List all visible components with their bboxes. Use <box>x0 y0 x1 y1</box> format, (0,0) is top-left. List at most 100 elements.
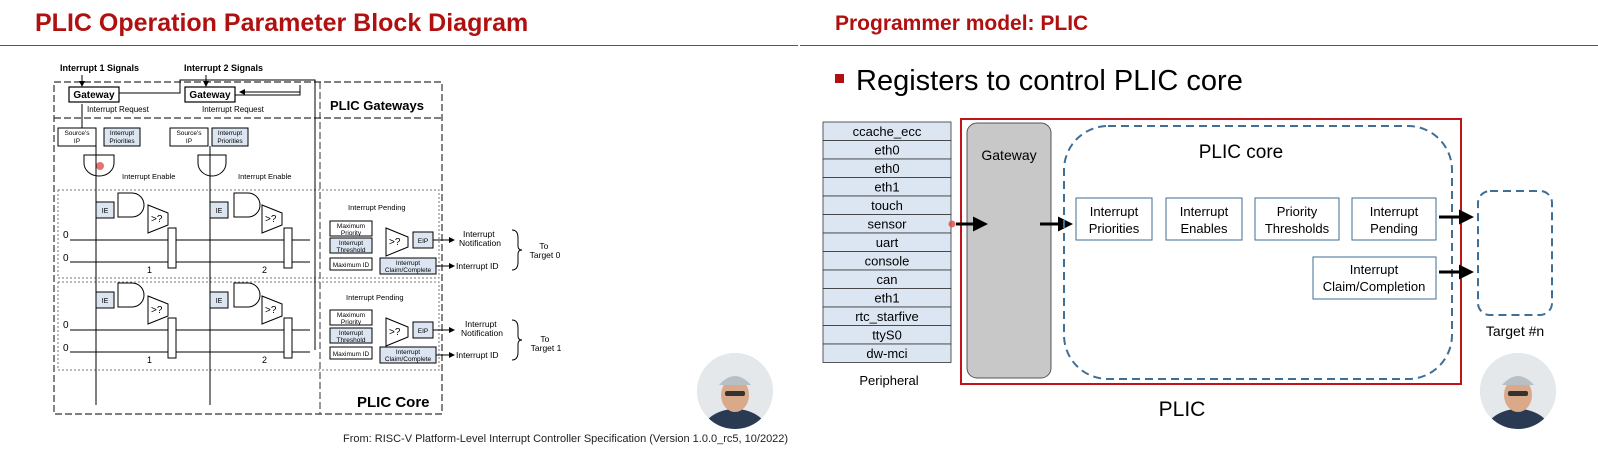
svg-text:Priorities: Priorities <box>109 138 135 145</box>
interrupt-enable-2: Interrupt Enable <box>238 172 291 181</box>
source-caption: From: RISC-V Platform-Level Interrupt Co… <box>343 433 789 445</box>
gateway-label: Gateway <box>981 147 1036 163</box>
svg-text:Maximum ID: Maximum ID <box>333 351 370 358</box>
svg-text:Priority: Priority <box>341 230 362 237</box>
svg-text:Source's: Source's <box>64 130 90 137</box>
notification-1: Interrupt Notification <box>461 319 503 338</box>
svg-text:>?: >? <box>265 214 277 225</box>
svg-text:IE: IE <box>216 208 223 215</box>
peripheral-name: eth1 <box>874 291 899 306</box>
max-priority-1: Maximum Priority <box>329 309 373 326</box>
claim-complete-1: Interrupt Claim/Complete <box>379 346 437 364</box>
signal-1-label: Interrupt 1 Signals <box>60 63 139 73</box>
svg-text:1: 1 <box>147 355 152 365</box>
target-label: Target #n <box>1486 323 1544 339</box>
plic-label: PLIC <box>1159 398 1206 421</box>
peripheral-name: eth1 <box>874 180 899 195</box>
source-ip-1: Source's IP <box>57 127 97 147</box>
cursor-marker <box>96 162 104 170</box>
peripheral-name: rtc_starfive <box>855 309 919 324</box>
peripheral-name: can <box>877 272 898 287</box>
peripheral-cell <box>822 343 952 363</box>
svg-text:Threshold: Threshold <box>337 337 366 344</box>
title-divider-left <box>0 45 798 46</box>
plic-outer-frame <box>53 81 443 415</box>
svg-text:IP: IP <box>186 138 192 145</box>
presenter-webcam-right <box>1480 353 1556 429</box>
svg-text:2: 2 <box>262 355 267 365</box>
peripheral-name: uart <box>876 235 899 250</box>
bullet-registers: Registers to control PLIC core <box>835 65 1243 98</box>
peripheral-name: eth0 <box>874 143 899 158</box>
slide-title-right: Programmer model: PLIC <box>835 12 1089 35</box>
svg-text:Interrupt: Interrupt <box>218 130 242 137</box>
svg-text:>?: >? <box>389 327 401 338</box>
target1-frame <box>57 281 440 371</box>
svg-text:Maximum: Maximum <box>337 223 365 230</box>
max-id-0: Maximum ID <box>329 257 373 271</box>
peripheral-name: touch <box>871 198 903 213</box>
svg-text:>?: >? <box>265 305 277 316</box>
peripheral-name: ccache_ecc <box>853 124 922 139</box>
svg-text:Interrupt: Interrupt <box>396 349 420 356</box>
svg-text:Interrupt: Interrupt <box>110 130 134 137</box>
svg-text:Maximum: Maximum <box>337 312 365 319</box>
peripheral-label: Peripheral <box>859 373 918 388</box>
gateway-1-label: Gateway <box>73 90 115 101</box>
interrupt-pending-0: Interrupt Pending <box>348 203 406 212</box>
svg-text:Interrupt: Interrupt <box>396 260 420 267</box>
cursor-marker-right <box>948 220 956 228</box>
peripheral-name: console <box>865 254 910 269</box>
svg-text:>?: >? <box>151 214 163 225</box>
peripheral-list: ccache_ecc eth0 eth0 eth1 touch sensor uart con… <box>822 121 952 363</box>
gateway-1-box <box>68 86 120 103</box>
svg-text:Claim/Complete: Claim/Complete <box>385 267 432 274</box>
svg-text:EIP: EIP <box>418 238 428 245</box>
svg-text:1: 1 <box>147 265 152 275</box>
svg-text:IP: IP <box>74 138 80 145</box>
svg-text:Source's: Source's <box>176 130 202 137</box>
svg-text:IE: IE <box>102 298 109 305</box>
interrupt-id-0: Interrupt ID <box>456 261 499 271</box>
gateway-2-label: Gateway <box>189 90 231 101</box>
plic-programmer-model: ccache_ecc eth0 eth0 eth1 touch sensor uart con… <box>822 118 1553 421</box>
threshold-0: Interrupt Threshold <box>329 237 373 254</box>
svg-text:2: 2 <box>262 265 267 275</box>
max-priority-0: Maximum Priority <box>329 220 373 237</box>
target1-logic: IE >? IE >? 0 0 1 2 <box>63 282 310 365</box>
left-slide: PLIC Operation Parameter Block Diagram I… <box>0 0 798 455</box>
svg-text:0: 0 <box>63 320 69 331</box>
svg-text:0: 0 <box>63 230 69 241</box>
target0-logic: IE >? IE >? 0 0 1 2 <box>63 192 310 275</box>
peripheral-name: dw-mci <box>866 346 907 361</box>
plic-core-title: PLIC core <box>1199 142 1283 163</box>
svg-text:>?: >? <box>389 237 401 248</box>
target-0-label: To Target 0 <box>530 241 561 260</box>
peripheral-name: ttyS0 <box>872 328 902 343</box>
svg-text:0: 0 <box>63 253 69 264</box>
priorities-2: Interrupt Priorities <box>211 127 249 147</box>
svg-text:Priority: Priority <box>341 319 362 326</box>
peripheral-name: sensor <box>867 217 907 232</box>
svg-text:Interrupt: Interrupt <box>339 240 363 247</box>
gateway-box <box>966 122 1052 379</box>
title-divider-right <box>800 45 1598 46</box>
svg-text:IE: IE <box>102 208 109 215</box>
plic-frame <box>960 118 1462 385</box>
svg-text:>?: >? <box>151 305 163 316</box>
priorities-1: Interrupt Priorities <box>103 127 141 147</box>
presenter-webcam-left <box>697 353 773 429</box>
interrupt-pending-1: Interrupt Pending <box>346 293 404 302</box>
svg-text:Interrupt: Interrupt <box>339 330 363 337</box>
threshold-1: Interrupt Threshold <box>329 327 373 344</box>
peripheral-name: eth0 <box>874 161 899 176</box>
